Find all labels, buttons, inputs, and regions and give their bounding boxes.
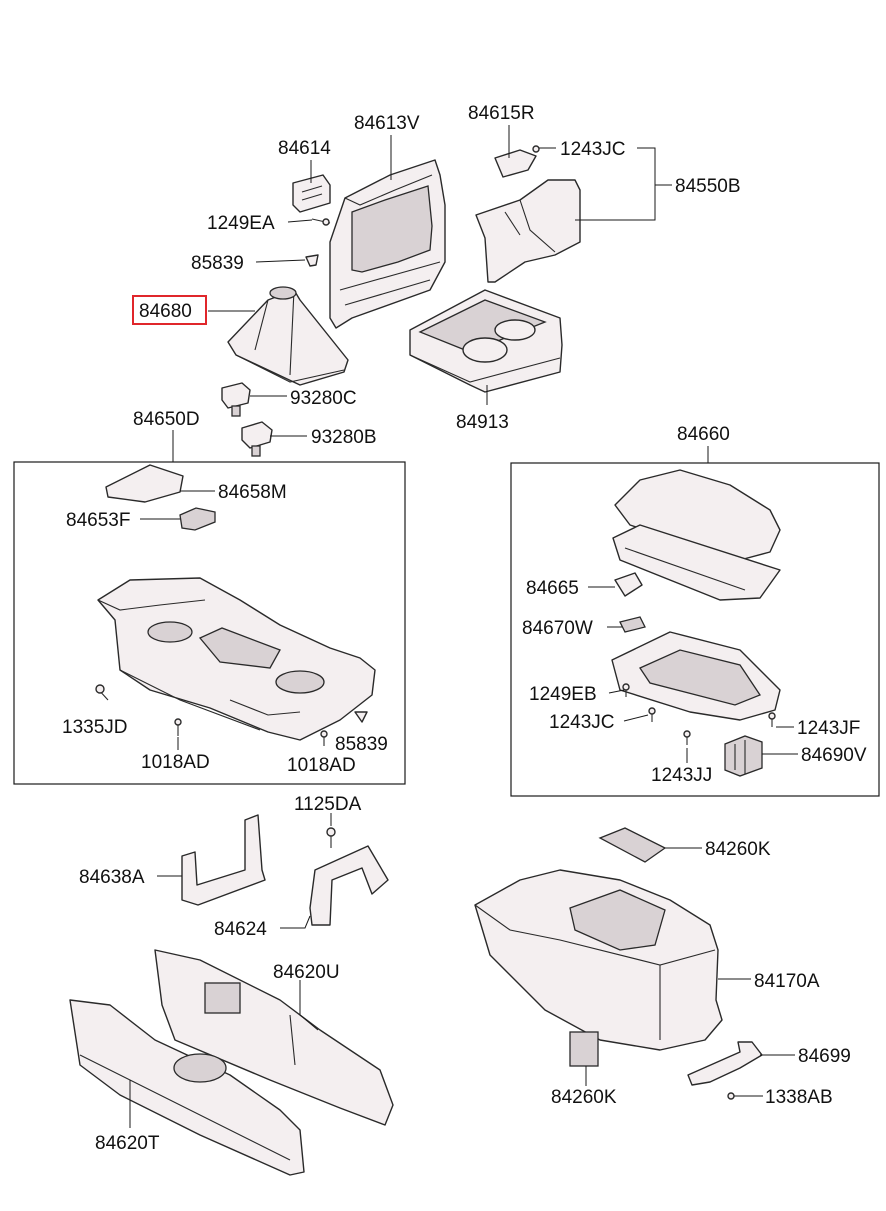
label-84170a[interactable]: 84170A — [754, 971, 820, 992]
group-box-84650d — [13, 461, 406, 785]
label-1249eb[interactable]: 1249EB — [529, 684, 597, 705]
bolt-1125da-drawing[interactable] — [326, 827, 336, 848]
label-84624[interactable]: 84624 — [214, 919, 267, 940]
label-1018ad-a[interactable]: 1018AD — [141, 752, 210, 773]
label-84638a[interactable]: 84638A — [79, 867, 145, 888]
screw-1249ea-drawing[interactable] — [311, 218, 331, 226]
part-84653f-drawing[interactable] — [179, 507, 216, 531]
screw-1243jc-mid-drawing[interactable] — [648, 707, 656, 722]
label-84615r[interactable]: 84615R — [468, 103, 535, 124]
leader-lines — [129, 125, 798, 1128]
cover-84550b-drawing[interactable] — [475, 179, 581, 283]
bracket-84614-drawing[interactable] — [292, 174, 331, 213]
label-1338ab[interactable]: 1338AB — [765, 1087, 833, 1108]
bezel-84613v-drawing[interactable] — [329, 159, 446, 329]
label-84660[interactable]: 84660 — [677, 424, 730, 445]
label-85839-top[interactable]: 85839 — [191, 253, 244, 274]
switch-93280b-drawing[interactable] — [241, 421, 273, 457]
bracket-84699-drawing[interactable] — [687, 1041, 763, 1086]
screw-1335jd-drawing[interactable] — [95, 684, 109, 701]
label-84658m[interactable]: 84658M — [218, 482, 287, 503]
label-84613v[interactable]: 84613V — [354, 113, 420, 134]
label-84913[interactable]: 84913 — [456, 412, 509, 433]
label-84670w[interactable]: 84670W — [522, 618, 593, 639]
label-93280b[interactable]: 93280B — [311, 427, 377, 448]
label-84260k-bottom[interactable]: 84260K — [551, 1087, 617, 1108]
label-85839-mid[interactable]: 85839 — [335, 734, 388, 755]
label-1018ad-b[interactable]: 1018AD — [287, 755, 356, 776]
label-1243jc-mid[interactable]: 1243JC — [549, 712, 615, 733]
shift-boot-84680-drawing[interactable] — [227, 286, 349, 386]
screw-1249eb-drawing[interactable] — [622, 683, 630, 697]
bracket-84615r-drawing[interactable] — [494, 145, 540, 178]
switch-93280c-drawing[interactable] — [221, 382, 251, 417]
group-box-84660 — [510, 462, 880, 797]
pad-84658m-drawing[interactable] — [105, 464, 184, 503]
label-84650d[interactable]: 84650D — [133, 409, 200, 430]
clip-85839-mid-drawing[interactable] — [354, 711, 368, 723]
panel-84620t-drawing[interactable] — [69, 999, 305, 1176]
clip-85839-top-drawing[interactable] — [305, 254, 319, 267]
label-93280c[interactable]: 93280C — [290, 388, 357, 409]
panel-84620u-drawing[interactable] — [154, 949, 394, 1126]
cup-holder-84913-drawing[interactable] — [409, 289, 563, 393]
armrest-base-drawing[interactable] — [611, 631, 781, 721]
highlight-box-84680 — [132, 295, 207, 325]
screw-1243jf-drawing[interactable] — [768, 712, 776, 727]
label-84690v[interactable]: 84690V — [801, 745, 867, 766]
switch-84690v-drawing[interactable] — [724, 735, 763, 777]
part-84670w-drawing[interactable] — [619, 616, 646, 633]
label-84680[interactable]: 84680 — [139, 301, 192, 322]
label-84614[interactable]: 84614 — [278, 138, 331, 159]
screw-1018ad-b-drawing[interactable] — [320, 730, 328, 746]
bracket-84638a-drawing[interactable] — [181, 814, 266, 906]
console-84170a-drawing[interactable] — [474, 869, 723, 1051]
pad-84260k-bottom-drawing[interactable] — [569, 1031, 599, 1067]
screw-1243jj-drawing[interactable] — [683, 730, 691, 745]
label-1249ea[interactable]: 1249EA — [207, 213, 275, 234]
pad-84260k-top-drawing[interactable] — [598, 827, 667, 863]
label-84260k-top[interactable]: 84260K — [705, 839, 771, 860]
label-1243jf[interactable]: 1243JF — [797, 718, 860, 739]
armrest-lid-drawing[interactable] — [612, 469, 781, 601]
label-84665[interactable]: 84665 — [526, 578, 579, 599]
label-84620u[interactable]: 84620U — [273, 962, 340, 983]
label-84620t[interactable]: 84620T — [95, 1133, 160, 1154]
label-84699[interactable]: 84699 — [798, 1046, 851, 1067]
label-1335jd[interactable]: 1335JD — [62, 717, 128, 738]
screw-1018ad-a-drawing[interactable] — [174, 718, 182, 736]
label-84550b[interactable]: 84550B — [675, 176, 741, 197]
part-84665-drawing[interactable] — [614, 572, 643, 597]
screw-1338ab-drawing[interactable] — [727, 1092, 735, 1100]
label-1243jc-top[interactable]: 1243JC — [560, 139, 626, 160]
bracket-84624-drawing[interactable] — [309, 845, 389, 926]
label-1243jj[interactable]: 1243JJ — [651, 765, 712, 786]
label-1125da[interactable]: 1125DA — [294, 794, 362, 815]
label-84653f[interactable]: 84653F — [66, 510, 130, 531]
console-panel-drawing[interactable] — [97, 577, 376, 741]
